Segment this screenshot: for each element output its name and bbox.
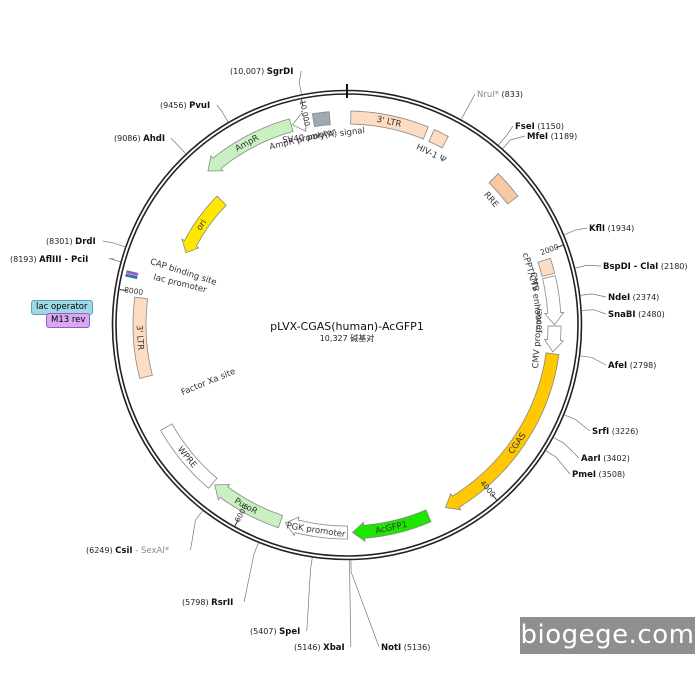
site-csii-sexai[interactable]: (6249) CsiI - SexAI*: [86, 546, 169, 556]
site-leader-pvui: [216, 104, 229, 123]
plasmid-name: pLVX-CGAS(human)-AcGFP1: [270, 320, 424, 333]
site-ndei[interactable]: NdeI (2374): [608, 293, 659, 303]
site-leader-afliii-pcii: [109, 258, 121, 263]
site-leader-drdi: [102, 240, 126, 248]
site-mfei[interactable]: MfeI (1189): [527, 132, 577, 142]
site-leader-ndei: [580, 293, 607, 298]
site-noti[interactable]: NotI (5136): [381, 643, 430, 653]
site-leader-afei: [579, 355, 607, 366]
feature-hiv[interactable]: [428, 129, 449, 149]
site-nrui[interactable]: NruI* (833): [477, 90, 523, 100]
site-leader-sgrdi: [298, 70, 302, 95]
site-sgrdi[interactable]: (10,007) SgrDI: [230, 67, 293, 77]
tick-mark-10000: [301, 99, 304, 107]
feature-ltr3[interactable]: [350, 110, 429, 140]
site-afliii-pcii[interactable]: (8193) AflIII - PciI: [10, 255, 88, 265]
site-srfi[interactable]: SrfI (3226): [592, 427, 638, 437]
feature-ampr[interactable]: [207, 118, 294, 172]
site-leader-ahdi: [170, 137, 187, 155]
lac-operator-mark: [125, 273, 138, 280]
tick-mark-8000: [119, 288, 127, 292]
site-leader-kfli: [563, 227, 588, 236]
site-aari[interactable]: AarI (3402): [581, 454, 630, 464]
feature-pgk[interactable]: [284, 516, 348, 540]
site-ahdi[interactable]: (9086) AhdI: [114, 134, 165, 144]
feature-sv40[interactable]: [311, 111, 331, 128]
site-leader-srfi: [564, 414, 591, 432]
site-leader-rsrii: [243, 542, 259, 603]
site-spei[interactable]: (5407) SpeI: [250, 627, 300, 637]
feature-label-cmvprom: CMV promoter: [531, 307, 545, 369]
tick-label-2000: 2000: [539, 242, 560, 257]
feature-cmvenh[interactable]: [542, 275, 565, 326]
inner-label-factorxa: Factor Xa site: [180, 367, 237, 398]
feature-label-ltr3: 3' LTR: [376, 115, 403, 130]
tick-mark-4000: [491, 494, 497, 501]
site-fsei[interactable]: FseI (1150): [515, 122, 564, 132]
site-afei[interactable]: AfeI (2798): [608, 361, 656, 371]
site-layer: (10,007) SgrDI (9456) PvuI (9086) AhdI (830…: [10, 67, 688, 653]
tick-mark-2000: [556, 244, 563, 249]
plasmid-length: 10,327 碱基对: [320, 333, 375, 343]
site-pmei[interactable]: PmeI (3508): [572, 470, 625, 480]
site-pvui[interactable]: (9456) PvuI: [160, 101, 210, 111]
tick-label-8000: 8000: [124, 285, 144, 297]
site-leader-noti: [350, 559, 380, 648]
tick-mark-6000: [234, 519, 239, 527]
site-leader-csii-sexai: [190, 510, 204, 551]
site-leader-aari: [553, 437, 580, 459]
site-kfli[interactable]: KflI (1934): [589, 224, 634, 234]
m13-rev-tag: M13 rev: [46, 313, 91, 328]
feature-rre[interactable]: [488, 173, 519, 205]
feature-wpre[interactable]: [160, 423, 218, 489]
site-leader-spei: [306, 557, 313, 632]
site-leader-xbai: [349, 559, 352, 648]
feature-acgfp[interactable]: [351, 509, 432, 543]
site-bspdi-clai[interactable]: BspDI - ClaI (2180): [603, 262, 688, 272]
watermark: biogege.com: [520, 617, 695, 654]
feature-cppt[interactable]: [537, 257, 556, 277]
site-snabi[interactable]: SnaBI (2480): [608, 310, 665, 320]
site-leader-fsei: [498, 125, 514, 146]
site-leader-nrui: [460, 93, 476, 120]
feature-label-ltr5: 3' LTR: [134, 325, 146, 351]
site-leader-mfei: [502, 135, 526, 150]
feature-ori[interactable]: [181, 195, 227, 254]
feature-ltr5[interactable]: [132, 296, 153, 379]
m13-rev-mark: [126, 270, 139, 276]
feature-puror[interactable]: [214, 483, 284, 529]
site-leader-bspdi-clai: [574, 264, 602, 269]
site-drdi[interactable]: (8301) DrdI: [46, 237, 96, 247]
site-rsrii[interactable]: (5798) RsrII: [182, 598, 233, 608]
feature-label-rre: RRE: [481, 190, 500, 210]
backbone-ring: [111, 84, 583, 561]
feature-amprprom[interactable]: [291, 111, 307, 133]
site-leader-pmei: [545, 450, 571, 475]
site-leader-snabi: [581, 309, 607, 315]
feature-cmvprom[interactable]: [543, 325, 565, 353]
site-xbai[interactable]: (5146) XbaI: [294, 643, 345, 653]
feature-cgas[interactable]: [445, 352, 560, 511]
